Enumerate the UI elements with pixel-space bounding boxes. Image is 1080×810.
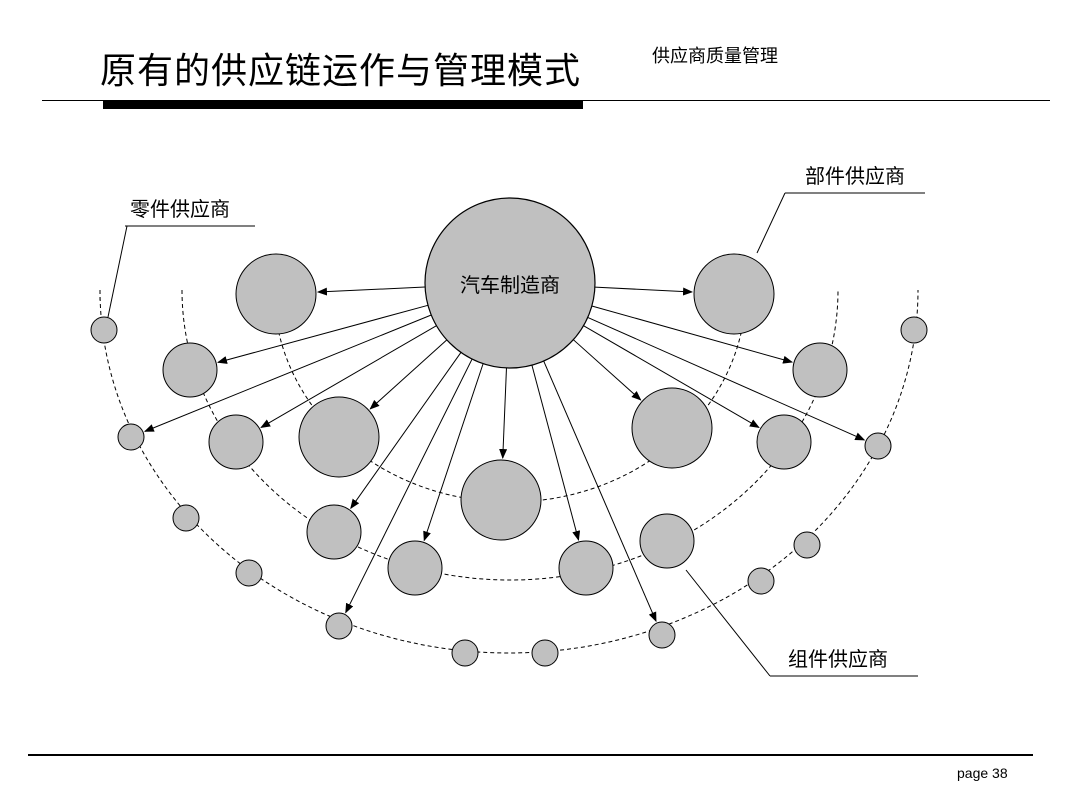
assembly-supplier-node — [558, 540, 614, 596]
supply-arrow — [573, 339, 642, 401]
component-supplier-node — [298, 396, 380, 478]
supply-arrow — [587, 316, 866, 441]
section-subtitle: 供应商质量管理 — [652, 46, 778, 67]
part-supplier-node — [864, 432, 892, 460]
manufacturer-label: 汽车制造商 — [460, 273, 560, 297]
page-title: 原有的供应链运作与管理模式 — [100, 51, 582, 92]
assemblies-callout-leader — [685, 569, 771, 677]
parts-supplier-label: 零件供应商 — [130, 197, 230, 221]
supply-arrow — [499, 367, 508, 460]
supply-arrow — [423, 363, 484, 542]
supply-arrow — [260, 325, 437, 428]
component-supplier-node — [460, 459, 542, 541]
part-supplier-node — [172, 504, 200, 532]
header-divider — [42, 100, 1050, 101]
assembly-supplier-node — [639, 513, 695, 569]
part-supplier-node — [325, 612, 353, 640]
title-underline-bar — [103, 101, 583, 109]
supply-arrow — [143, 314, 432, 432]
manufacturer-node — [424, 197, 596, 369]
assembly-supplier-node — [756, 414, 812, 470]
part-supplier-node — [900, 316, 928, 344]
components-supplier-label: 部件供应商 — [805, 164, 905, 188]
parts-callout-leader — [107, 225, 128, 318]
part-supplier-node — [235, 559, 263, 587]
assembly-supplier-node — [208, 414, 264, 470]
assembly-supplier-node — [387, 540, 443, 596]
supply-arrow — [316, 286, 426, 296]
component-supplier-node — [631, 387, 713, 469]
assembly-supplier-node — [162, 342, 218, 398]
part-supplier-node — [747, 567, 775, 595]
assembly-supplier-node — [792, 342, 848, 398]
supply-arrow — [543, 360, 657, 623]
supply-arrow — [345, 358, 473, 614]
supply-arrow — [591, 305, 794, 364]
page-number: page 38 — [957, 765, 1008, 781]
supply-arrow — [531, 365, 581, 541]
supply-arrow — [217, 304, 429, 364]
components-callout-leader — [756, 192, 786, 254]
footer-divider — [28, 754, 1033, 756]
assemblies-supplier-label: 组件供应商 — [788, 647, 888, 671]
part-supplier-node — [117, 423, 145, 451]
supply-arrow — [350, 352, 462, 510]
supply-arrow — [594, 286, 694, 296]
part-supplier-node — [531, 639, 559, 667]
part-supplier-node — [90, 316, 118, 344]
component-supplier-node — [693, 253, 775, 335]
component-supplier-node — [235, 253, 317, 335]
assembly-supplier-node — [306, 504, 362, 560]
part-supplier-node — [793, 531, 821, 559]
part-supplier-node — [648, 621, 676, 649]
supply-arrow — [583, 325, 760, 428]
supply-arrow — [369, 339, 448, 410]
supplier-tier-arc — [99, 289, 919, 654]
part-supplier-node — [451, 639, 479, 667]
